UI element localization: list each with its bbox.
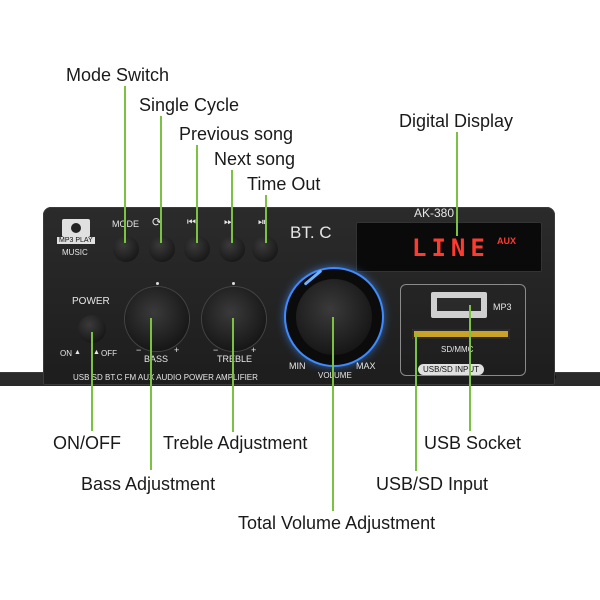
digital-display <box>356 222 542 272</box>
treble-label: TREBLE <box>217 354 253 364</box>
volume-max-label: MAX <box>356 361 376 371</box>
power-on-label: ON <box>60 349 72 358</box>
treble-knob-pointer <box>232 282 235 285</box>
sd-card-slot[interactable] <box>412 329 510 339</box>
usb-sd-input-badge: USB/SD INPUT <box>418 364 485 375</box>
leader-digital-display <box>456 132 458 236</box>
callout-total-volume-adjustment: Total Volume Adjustment <box>238 513 436 533</box>
callout-mode-switch: Mode Switch <box>66 65 170 85</box>
callout-on-off: ON/OFF <box>53 433 121 453</box>
callout-time-out: Time Out <box>247 174 321 194</box>
usb-socket-slot <box>437 298 481 311</box>
power-on-arrow-icon: ▲ <box>74 349 81 356</box>
mp3-label: MP3 <box>493 302 512 312</box>
logo-line1: MP3 PLAY <box>57 237 95 244</box>
treble-minus: − <box>213 345 219 355</box>
brand-label: BT. C <box>290 223 332 242</box>
leader-time-out <box>265 195 267 243</box>
disc-icon-notch <box>71 223 81 233</box>
volume-min-label: MIN <box>289 361 306 371</box>
single-cycle-button[interactable] <box>149 236 175 262</box>
bass-knob[interactable] <box>125 287 189 351</box>
callout-usb-sd-input: USB/SD Input <box>376 474 489 494</box>
callout-previous-song: Previous song <box>179 124 294 144</box>
leader-next-song <box>231 170 233 243</box>
sd-label: SD/MMC <box>441 345 474 354</box>
leader-previous-song <box>196 145 198 243</box>
previous-icon: ⏮ <box>187 217 196 228</box>
leader-on-off <box>91 332 93 431</box>
bass-minus: − <box>136 345 142 355</box>
bass-label: BASS <box>144 354 169 364</box>
mode-button[interactable] <box>113 236 139 262</box>
callout-bass-adjustment: Bass Adjustment <box>81 474 216 494</box>
play-pause-icon: ⏯ <box>258 217 266 228</box>
callout-digital-display: Digital Display <box>399 111 514 131</box>
callout-treble-adjustment: Treble Adjustment <box>163 433 308 453</box>
usb-sd-module <box>400 284 526 376</box>
bass-plus: + <box>174 345 180 355</box>
callout-single-cycle: Single Cycle <box>139 95 240 115</box>
mp3-play-logo: MP3 PLAY MUSIC <box>56 219 96 257</box>
callout-next-song: Next song <box>214 149 296 169</box>
power-off-label: OFF <box>101 349 117 358</box>
leader-mode-switch <box>124 86 126 243</box>
model-label: AK-380 <box>414 206 455 220</box>
power-off-arrow-icon: ▲ <box>93 349 100 356</box>
leader-usb-sd-input <box>415 334 417 471</box>
display-mode-text: AUX <box>497 236 517 246</box>
power-label: POWER <box>72 296 110 307</box>
leader-treble <box>232 318 234 432</box>
leader-single-cycle <box>160 116 162 243</box>
volume-label: VOLUME <box>318 371 352 380</box>
next-icon: ⏭ <box>224 217 233 228</box>
panel-bottom-text: USB SD BT.C FM AUX AUDIO POWER AMPLIFIER <box>73 373 258 382</box>
repeat-icon: ⟳ <box>152 215 163 229</box>
bass-knob-pointer <box>156 282 159 285</box>
treble-plus: + <box>251 345 257 355</box>
logo-line2: MUSIC <box>62 248 88 257</box>
volume-knob[interactable] <box>296 279 372 355</box>
leader-volume <box>332 317 334 511</box>
usb-socket[interactable] <box>431 292 487 318</box>
leader-bass <box>150 318 152 470</box>
treble-knob[interactable] <box>202 287 266 351</box>
callout-usb-socket: USB Socket <box>424 433 522 453</box>
display-main-text: LINE <box>412 234 490 262</box>
leader-usb-socket <box>469 305 471 431</box>
